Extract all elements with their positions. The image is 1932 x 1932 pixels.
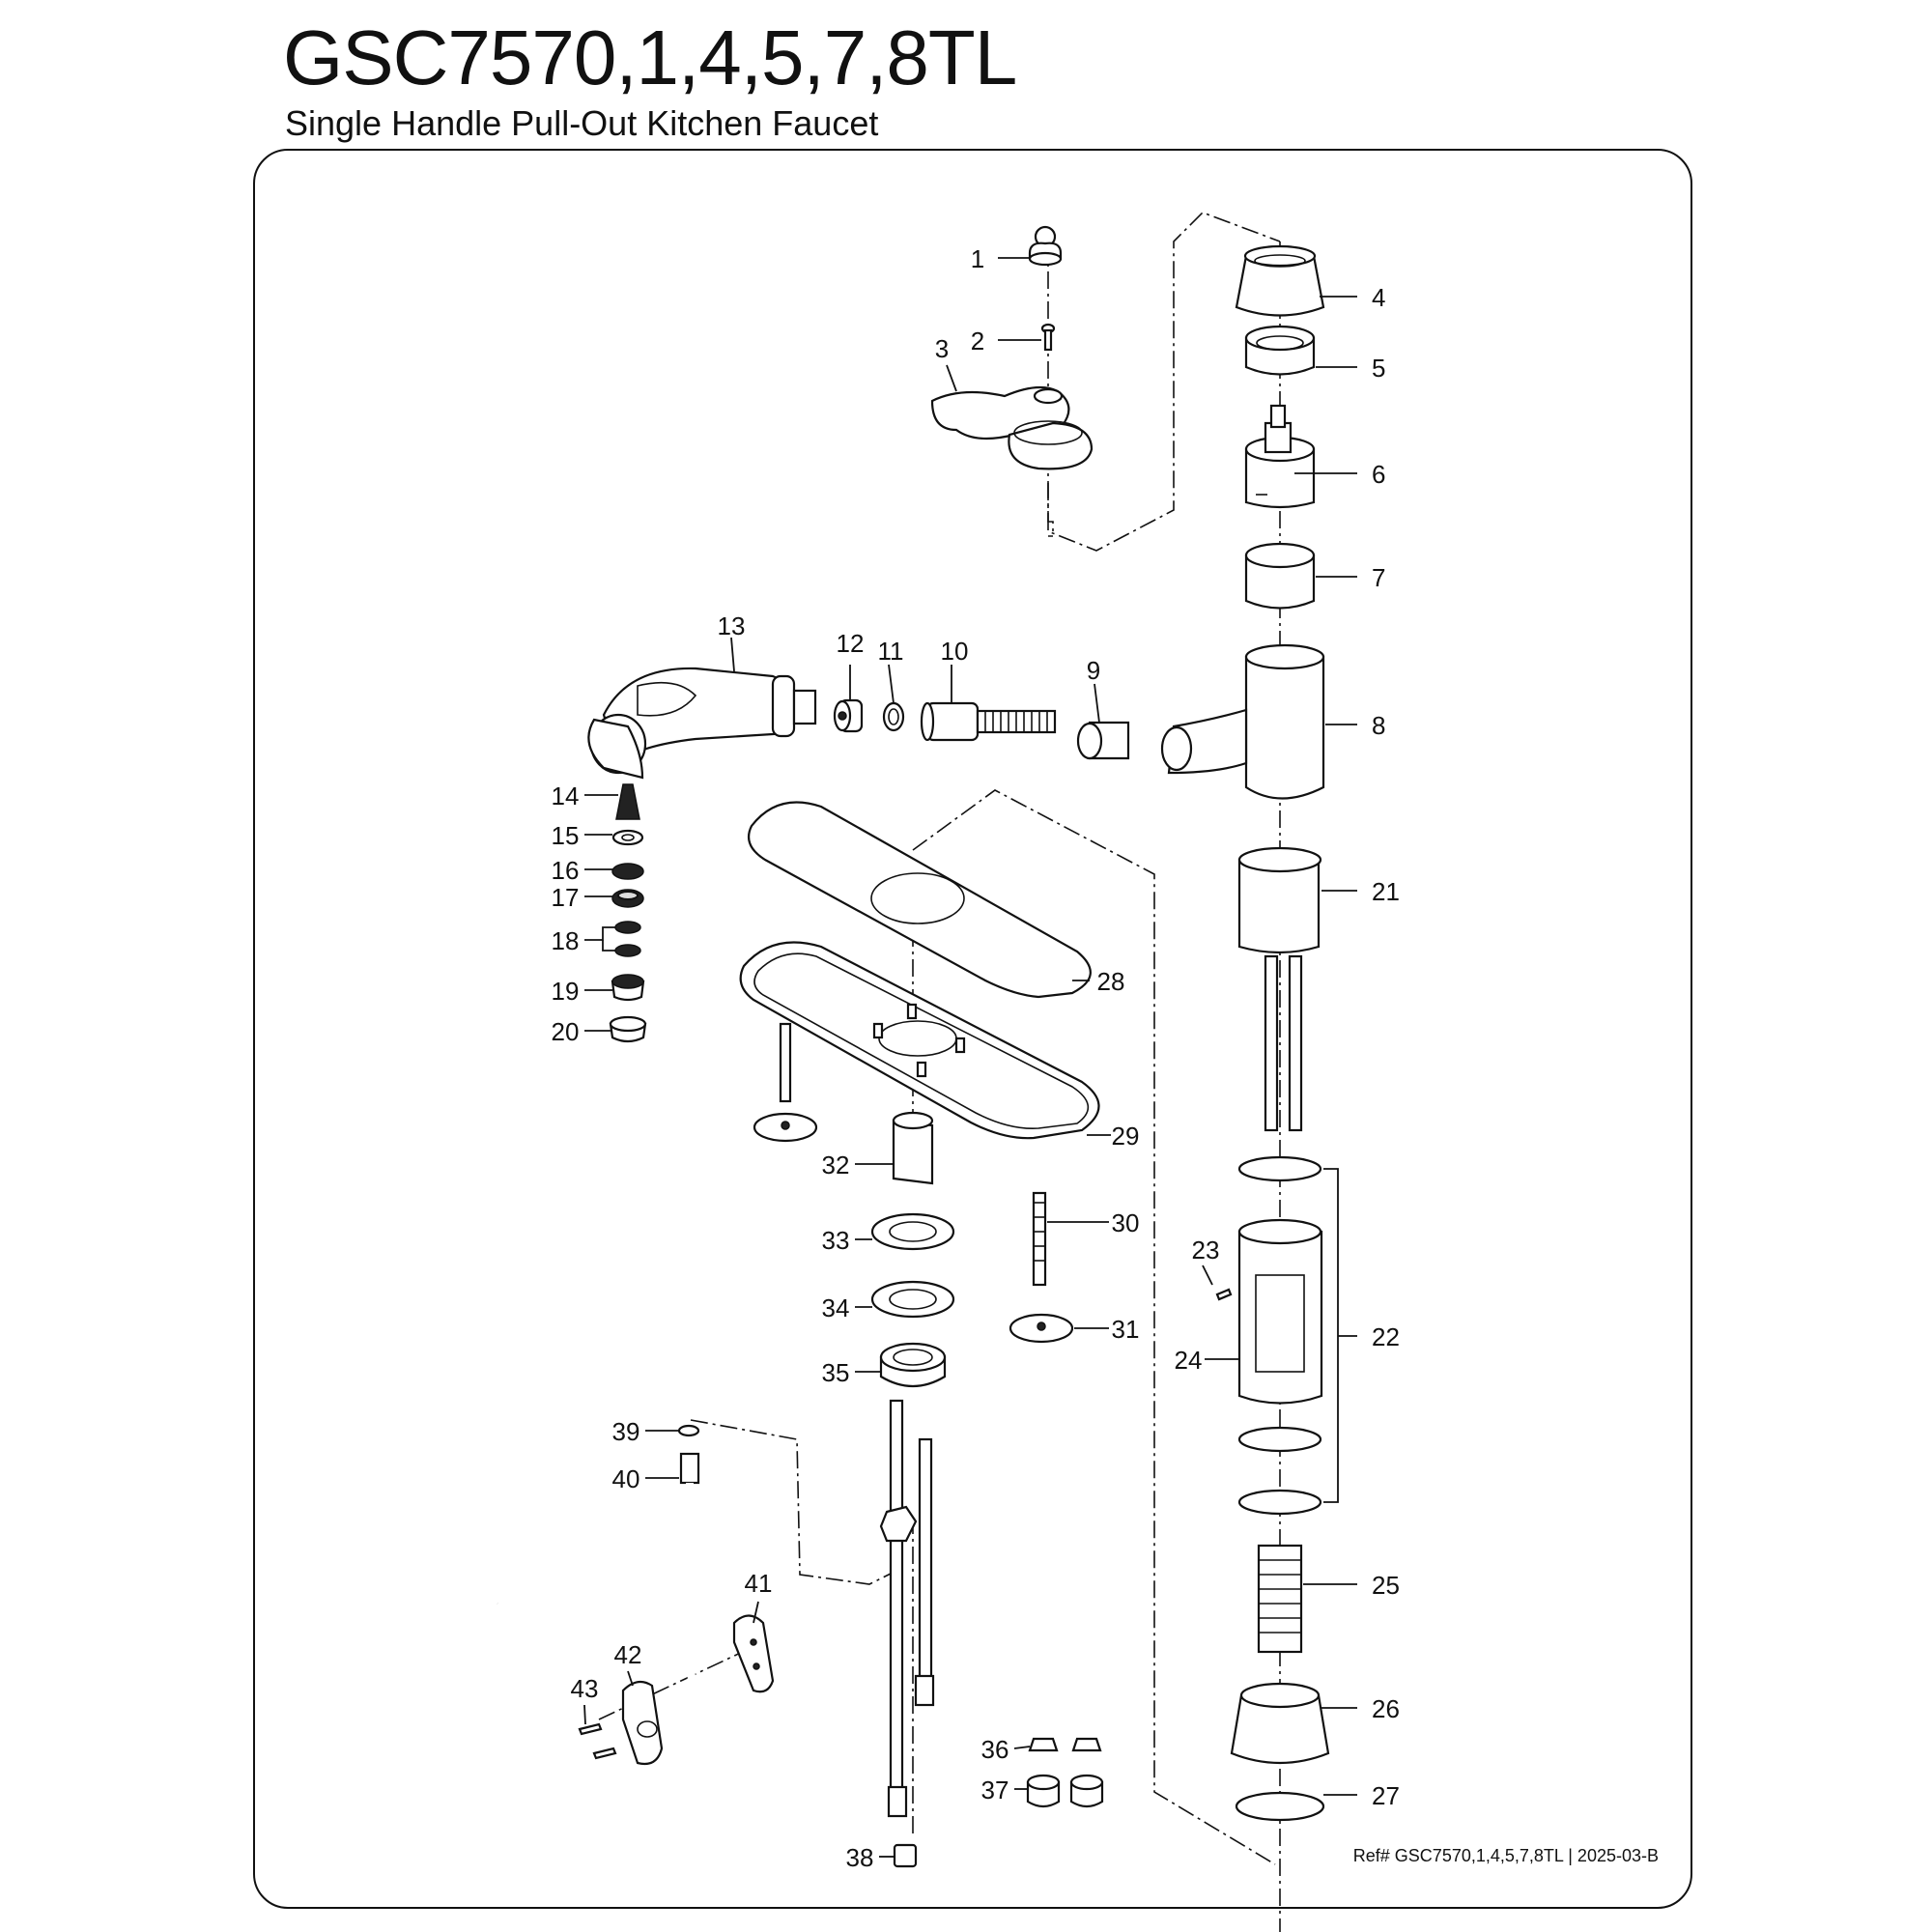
part-8-spout-body (1160, 643, 1325, 800)
part-6-cartridge (1244, 404, 1316, 509)
part-42-hose-weight (621, 1680, 664, 1766)
label-25: 25 (1372, 1571, 1400, 1600)
label-7: 7 (1372, 563, 1385, 592)
part-30-threaded-stud (1032, 1191, 1047, 1287)
part-35-mounting-nut (879, 1342, 947, 1387)
label-16: 16 (552, 856, 580, 885)
part-31-mounting-plate (1009, 1313, 1074, 1344)
part-15-washer (611, 829, 644, 846)
part-32-bracket (892, 1111, 934, 1185)
part-14-spray-cone (615, 783, 640, 820)
label-20: 20 (552, 1017, 580, 1046)
label-17: 17 (552, 883, 580, 912)
label-4: 4 (1372, 283, 1385, 312)
part-16-screen (611, 863, 644, 880)
label-14: 14 (552, 781, 580, 810)
part-37-compression-nuts (1026, 1774, 1104, 1808)
label-12: 12 (837, 629, 865, 658)
label-37: 37 (981, 1776, 1009, 1804)
leader-lines (583, 257, 1357, 1858)
label-32: 32 (822, 1151, 850, 1179)
part-9-spout-adapter (1076, 721, 1130, 760)
label-22: 22 (1372, 1322, 1400, 1351)
label-15: 15 (552, 821, 580, 850)
left-mounting-stud (753, 1022, 818, 1143)
part-11-washer (882, 701, 905, 732)
label-43: 43 (571, 1674, 599, 1703)
label-6: 6 (1372, 460, 1385, 489)
part-5-bonnet-nut (1244, 325, 1316, 376)
part-39-washer (677, 1424, 700, 1437)
label-39: 39 (612, 1417, 640, 1446)
label-41: 41 (745, 1569, 773, 1598)
label-9: 9 (1087, 656, 1100, 685)
label-35: 35 (822, 1358, 850, 1387)
label-11: 11 (878, 637, 904, 666)
label-29: 29 (1112, 1122, 1140, 1151)
label-23: 23 (1192, 1236, 1220, 1264)
label-34: 34 (822, 1293, 850, 1322)
part-24-swivel-body (1237, 1218, 1323, 1405)
part-40-pull-out-hose (494, 1452, 700, 1873)
part-26-base-cover (1230, 1682, 1330, 1765)
part-29-gasket (739, 941, 1100, 1140)
part-1-button-cap (1028, 225, 1063, 267)
label-19: 19 (552, 977, 580, 1006)
label-36: 36 (981, 1735, 1009, 1764)
label-40: 40 (612, 1464, 640, 1493)
part-43-screws (578, 1722, 617, 1760)
part-10-hose-connector (920, 701, 1057, 742)
label-33: 33 (822, 1226, 850, 1255)
label-42: 42 (614, 1640, 642, 1669)
label-1: 1 (971, 244, 984, 273)
part-labels: 1 2 3 4 5 6 7 8 9 10 11 12 13 14 15 16 1… (552, 244, 1400, 1872)
part-19-aerator-housing (611, 974, 645, 1002)
part-36-compression-sleeves (1028, 1737, 1102, 1752)
label-5: 5 (1372, 354, 1385, 383)
label-13: 13 (718, 611, 746, 640)
part-17-disc (611, 889, 644, 908)
part-2-handle-screw (1040, 323, 1056, 352)
label-24: 24 (1175, 1346, 1203, 1375)
label-2: 2 (971, 327, 984, 355)
part-27-base-ring (1235, 1791, 1325, 1822)
part-23-set-screw (1215, 1288, 1233, 1301)
label-38: 38 (846, 1843, 874, 1872)
label-26: 26 (1372, 1694, 1400, 1723)
label-21: 21 (1372, 877, 1400, 906)
part-34-washer (870, 1280, 955, 1319)
part-38-adapter (893, 1843, 918, 1868)
part-21-shank (1237, 846, 1322, 1132)
label-8: 8 (1372, 711, 1385, 740)
assembly-line-hose (690, 1419, 899, 1585)
assembly-line-handle-route (1047, 212, 1281, 552)
label-10: 10 (941, 637, 969, 666)
part-20-aerator-ring (609, 1015, 647, 1043)
label-30: 30 (1112, 1208, 1140, 1237)
part-13-spray-head (587, 667, 817, 780)
part-22-o-rings (1237, 1155, 1339, 1516)
product-description: Single Handle Pull-Out Kitchen Faucet (285, 103, 879, 143)
part-33-washer (870, 1212, 955, 1251)
label-28: 28 (1097, 967, 1125, 996)
part-4-dome-cover (1235, 244, 1325, 317)
diagram-frame (253, 149, 1692, 1909)
part-18-screens (614, 921, 641, 957)
part-7-cartridge-sleeve (1244, 542, 1316, 610)
supply-lines (879, 1399, 935, 1818)
label-27: 27 (1372, 1781, 1400, 1810)
model-title: GSC7570,1,4,5,7,8TL (283, 14, 1017, 100)
part-28-deck-plate (748, 801, 1092, 999)
part-12-check-valve (833, 698, 864, 733)
part-25-threaded-tube (1257, 1544, 1303, 1654)
reference-footer: Ref# GSC7570,1,4,5,7,8TL | 2025-03-B (1352, 1846, 1659, 1865)
label-31: 31 (1112, 1315, 1140, 1344)
part-41-hose-weight (732, 1614, 775, 1693)
label-3: 3 (935, 334, 949, 363)
assembly-line-base (912, 789, 1276, 1865)
part-3-lever-handle (930, 385, 1094, 470)
label-18: 18 (552, 926, 580, 955)
